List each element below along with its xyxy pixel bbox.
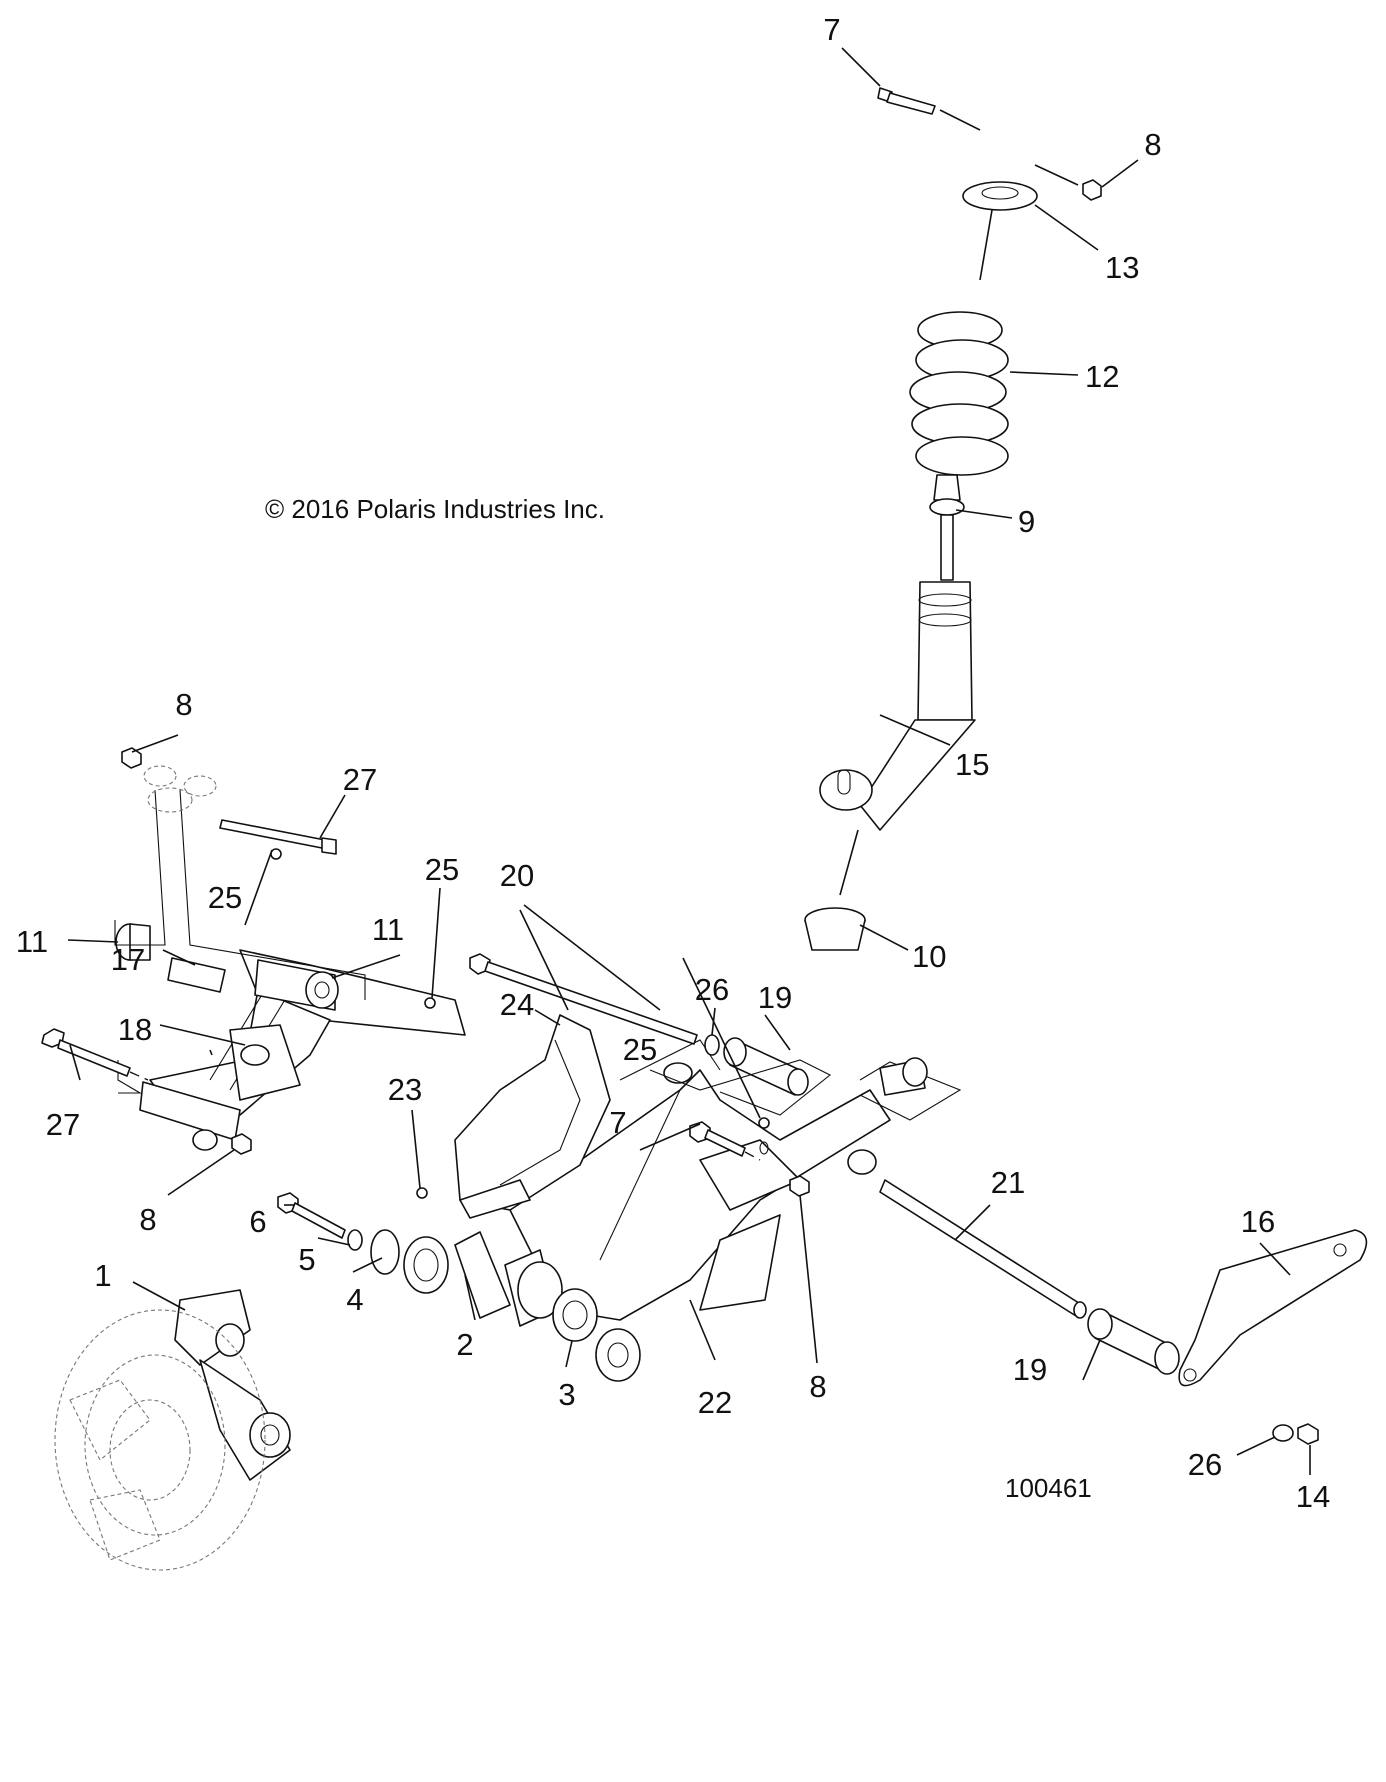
callout-8-top: 8 <box>1144 127 1161 162</box>
callout-10: 10 <box>912 939 946 974</box>
pivot-rod-21 <box>879 1179 1087 1319</box>
pivot-rod-20 <box>469 953 698 1045</box>
sleeve-17 <box>167 957 226 993</box>
callout-25-right: 25 <box>623 1032 657 1067</box>
callout-11-left: 11 <box>16 924 48 959</box>
nut-8-center <box>789 1175 810 1197</box>
bolt-27-upper <box>219 819 337 855</box>
callout-25-center: 25 <box>425 852 459 887</box>
spring-retainer-10 <box>804 829 866 951</box>
callout-7-center: 7 <box>609 1105 626 1140</box>
callout-3: 3 <box>558 1377 575 1412</box>
callout-12: 12 <box>1085 359 1119 394</box>
callout-21: 21 <box>991 1165 1025 1200</box>
grease-fitting-25-right <box>758 1117 770 1155</box>
callout-19-upper: 19 <box>758 980 792 1015</box>
copyright-notice: © 2016 Polaris Industries Inc. <box>265 494 605 524</box>
callout-4: 4 <box>346 1282 363 1317</box>
callout-8-upper-left: 8 <box>175 687 192 722</box>
callout-27-upper: 27 <box>343 762 377 797</box>
callout-15: 15 <box>955 747 989 782</box>
nut-8-upper-left <box>121 747 142 769</box>
callout-26-upper: 26 <box>695 972 729 1007</box>
callout-13: 13 <box>1105 250 1139 285</box>
callout-23: 23 <box>388 1072 422 1107</box>
bushing-19-upper <box>723 1037 809 1096</box>
shock-nut-8 <box>1034 164 1102 201</box>
bracket-outline-right <box>649 1057 962 1121</box>
callout-6: 6 <box>249 1204 266 1239</box>
callout-7-top: 7 <box>823 12 840 47</box>
callout-11-right: 11 <box>372 912 404 947</box>
bushing-19-lower <box>1087 1308 1180 1375</box>
brake-disc-ghost <box>54 1309 266 1571</box>
callout-24: 24 <box>500 987 534 1022</box>
bushing-11-right <box>254 959 339 1011</box>
bushing-3 <box>552 1288 598 1342</box>
bearing-carrier-1 <box>174 1289 291 1481</box>
washer-5 <box>347 1229 363 1251</box>
callout-5: 5 <box>298 1242 315 1277</box>
bolt-23 <box>416 1187 428 1199</box>
nut-14 <box>1297 1423 1319 1445</box>
bolt-7-center <box>689 1121 761 1161</box>
callout-25-left: 25 <box>208 880 242 915</box>
figure-number: 100461 <box>1005 1473 1092 1503</box>
plate-16 <box>1178 1229 1368 1387</box>
spring-retainer-13 <box>962 181 1038 281</box>
bolt-6 <box>277 1192 346 1239</box>
skid-guard-24 <box>454 1014 611 1219</box>
washer-4 <box>370 1229 400 1275</box>
upper-arm-ghost-mount <box>143 765 217 813</box>
trailing-arm-22 <box>509 1039 891 1321</box>
callout-labels: 1 2 3 4 5 6 7 7 8 8 8 8 9 10 11 11 12 13… <box>16 12 1330 1514</box>
bolt-27-lower <box>41 1028 149 1081</box>
bushing-11-left <box>115 923 151 961</box>
shock-bolt-7 <box>877 87 981 131</box>
callout-9: 9 <box>1018 504 1035 539</box>
callout-1: 1 <box>94 1258 111 1293</box>
callout-8-lower-left: 8 <box>139 1202 156 1237</box>
callout-22: 22 <box>698 1385 732 1420</box>
nut-8-lower-left <box>231 1133 252 1155</box>
grease-fitting-25-center <box>424 997 436 1009</box>
washer-26-upper <box>704 1034 720 1056</box>
callout-16: 16 <box>1241 1204 1275 1239</box>
upper-a-arm-18 <box>139 949 466 1151</box>
callout-14: 14 <box>1296 1479 1330 1514</box>
washer-26-lower <box>1272 1424 1294 1442</box>
callout-20: 20 <box>500 858 534 893</box>
callout-27-lower: 27 <box>46 1107 80 1142</box>
callout-18: 18 <box>118 1012 152 1047</box>
callout-8-center: 8 <box>809 1369 826 1404</box>
shock-absorber-15 <box>819 474 976 831</box>
leader-lines <box>67 47 1311 1475</box>
bushing-4-flange <box>403 1236 449 1294</box>
callout-2: 2 <box>456 1327 473 1362</box>
pivot-tube-2-and-bushings <box>454 1231 563 1327</box>
callout-26-lower: 26 <box>1188 1447 1222 1482</box>
callout-19-lower: 19 <box>1013 1352 1047 1387</box>
bushing-end-lower <box>595 1328 641 1382</box>
callout-17: 17 <box>111 942 145 977</box>
coil-spring-12 <box>909 311 1009 476</box>
